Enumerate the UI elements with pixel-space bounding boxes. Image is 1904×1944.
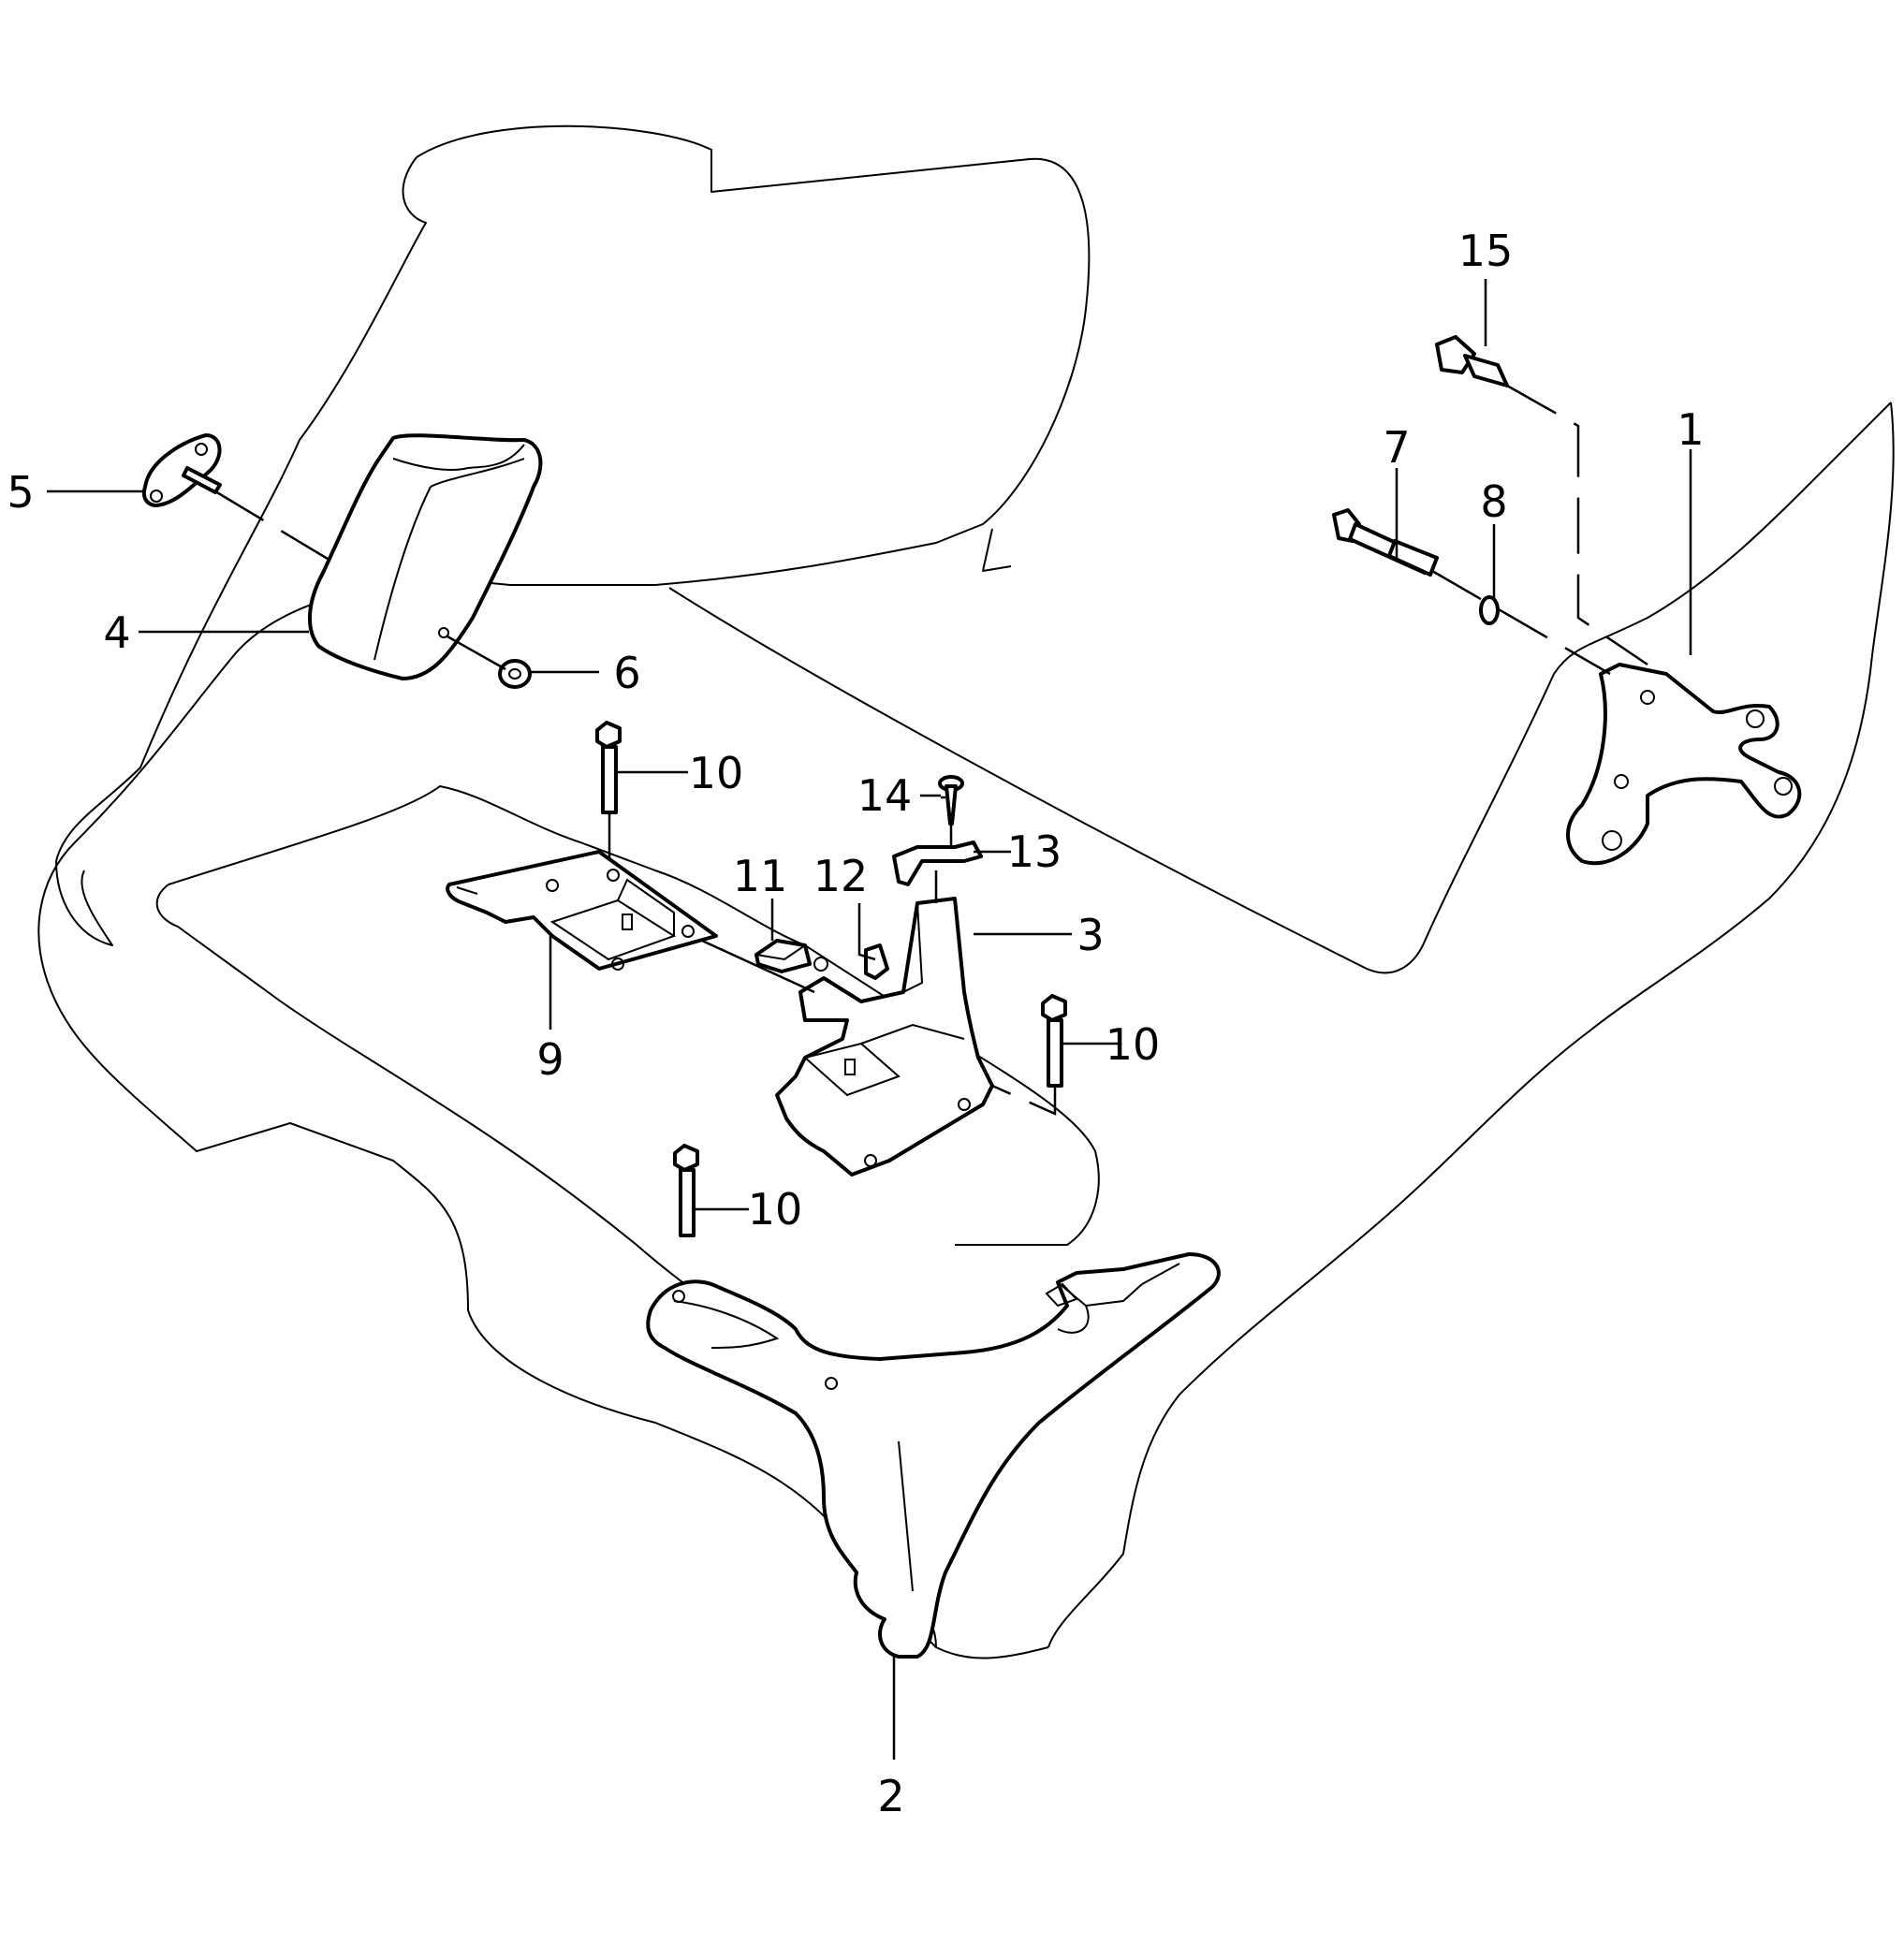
part-10-bolt-right — [1041, 994, 1067, 1088]
label-7: 7 — [1383, 422, 1410, 473]
label-6: 6 — [613, 648, 640, 698]
part-14-pin — [938, 775, 964, 826]
label-1: 1 — [1677, 404, 1704, 455]
part-12-pad — [864, 943, 889, 980]
label-11: 11 — [733, 851, 788, 901]
part-15-bolt — [1435, 335, 1509, 387]
label-10-upper: 10 — [689, 748, 744, 798]
body-shell-outline — [37, 124, 1895, 1659]
part-6-washer — [498, 659, 532, 689]
part-5-stud-plate — [141, 433, 222, 507]
label-8: 8 — [1480, 476, 1507, 527]
part-10-bolt-lower — [673, 1144, 699, 1237]
label-2: 2 — [877, 1771, 904, 1821]
label-10-lower: 10 — [748, 1184, 803, 1235]
part-1-bracket — [1566, 663, 1802, 866]
label-3: 3 — [1076, 910, 1104, 960]
part-labels: 15 1 7 8 5 4 6 10 14 13 11 12 3 9 10 10 … — [7, 226, 1704, 1821]
label-leaders — [47, 279, 1692, 1760]
label-5: 5 — [7, 467, 34, 518]
label-14: 14 — [857, 770, 913, 821]
part-2-crossmember — [646, 1252, 1221, 1659]
part-10-bolt-upper — [595, 721, 622, 814]
label-13: 13 — [1007, 826, 1062, 877]
label-12: 12 — [813, 851, 869, 901]
label-9: 9 — [536, 1034, 564, 1085]
part-4-pad — [307, 433, 543, 680]
part-7-bolt — [1332, 508, 1439, 577]
part-9-bracket — [446, 850, 718, 971]
part-11-block — [754, 939, 812, 973]
label-4: 4 — [103, 607, 130, 658]
assembly-lines — [214, 384, 1648, 1116]
part-3-mount — [775, 897, 994, 1177]
part-13-clip — [892, 840, 983, 886]
label-10-right: 10 — [1106, 1019, 1161, 1070]
label-15: 15 — [1458, 226, 1514, 276]
part-8-washer — [1479, 595, 1500, 625]
